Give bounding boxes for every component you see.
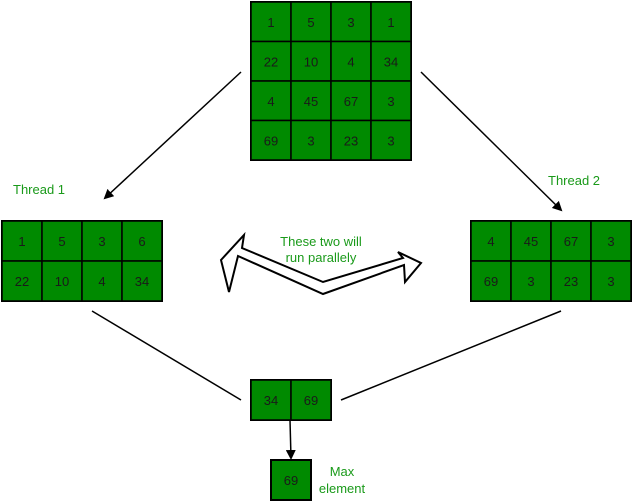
thread1-cell-value: 4	[98, 274, 105, 289]
input-matrix-cell-value: 4	[347, 54, 354, 69]
partial-max-cell-value: 34	[264, 393, 278, 408]
thread2-cell	[470, 260, 512, 302]
parallel-note-line1: These two will	[280, 234, 362, 249]
thread1-cell	[121, 260, 163, 302]
thread2-cell-value: 23	[564, 274, 578, 289]
partial-max-cell	[290, 379, 332, 421]
input-matrix-cell-value: 4	[267, 94, 274, 109]
thread1-cell	[1, 260, 43, 302]
input-matrix-cell-value: 22	[264, 54, 278, 69]
input-matrix-cell-value: 3	[347, 15, 354, 30]
input-matrix: 1 5 3 1 22 10 4 34 4 45 67 3 69 3 23 3	[250, 1, 412, 161]
thread2-cell-value: 3	[527, 274, 534, 289]
thread2-cell-value: 67	[564, 234, 578, 249]
input-matrix-cell	[370, 80, 412, 122]
input-matrix-cell-value: 34	[384, 54, 398, 69]
thread1-cell	[41, 260, 83, 302]
split-arrow-left	[103, 71, 242, 200]
thread2-cell-value: 4	[487, 234, 494, 249]
input-matrix-cell	[330, 80, 372, 122]
thread1-cell-value: 3	[98, 234, 105, 249]
max-label-line2: element	[319, 481, 366, 496]
thread1-cell	[121, 220, 163, 262]
thread2-cell	[590, 220, 632, 262]
thread1-cell	[41, 220, 83, 262]
thread1-cell-value: 10	[55, 274, 69, 289]
thread1-cell-value: 34	[135, 274, 149, 289]
input-matrix-cell	[290, 40, 332, 82]
input-matrix-cell-value: 23	[344, 133, 358, 148]
thread1-cell-value: 5	[58, 234, 65, 249]
partial-max-cell-value: 69	[304, 393, 318, 408]
thread1-matrix: 1 5 3 6 22 10 4 34	[1, 220, 163, 302]
thread2-matrix: 4 45 67 3 69 3 23 3	[470, 220, 632, 302]
result-arrow	[285, 419, 296, 460]
input-matrix-cell-value: 67	[344, 94, 358, 109]
result-box: 69	[270, 459, 312, 501]
input-matrix-cell-value: 3	[387, 94, 394, 109]
thread2-cell-value: 45	[524, 234, 538, 249]
thread1-cell-value: 22	[15, 274, 29, 289]
input-matrix-cell-value: 5	[307, 15, 314, 30]
input-matrix-cell	[370, 119, 412, 161]
thread2-cell-value: 69	[484, 274, 498, 289]
thread1-cell-value: 1	[18, 234, 25, 249]
partial-max-array: 34 69	[250, 379, 332, 421]
partial-max-cell	[250, 379, 292, 421]
thread2-cell-value: 3	[607, 234, 614, 249]
thread1-cell	[1, 220, 43, 262]
input-matrix-cell-value: 69	[264, 133, 278, 148]
parallel-double-arrow	[219, 231, 423, 296]
input-matrix-cell	[250, 80, 292, 122]
thread2-label: Thread 2	[548, 173, 600, 188]
split-arrow-right	[420, 71, 563, 212]
input-matrix-cell-value: 45	[304, 94, 318, 109]
thread2-cell	[510, 260, 552, 302]
merge-line-right	[340, 310, 562, 401]
thread1-cell	[81, 260, 123, 302]
input-matrix-cell	[370, 40, 412, 82]
input-matrix-cell-value: 3	[307, 133, 314, 148]
input-matrix-cell	[250, 119, 292, 161]
input-matrix-cell-value: 3	[387, 133, 394, 148]
input-matrix-cell	[330, 40, 372, 82]
input-matrix-cell-value: 1	[267, 15, 274, 30]
input-matrix-cell	[370, 1, 412, 43]
result-value: 69	[284, 473, 298, 488]
thread1-cell-value: 6	[138, 234, 145, 249]
thread1-label: Thread 1	[13, 182, 65, 197]
thread2-cell	[590, 260, 632, 302]
max-label-line1: Max	[330, 464, 355, 479]
thread2-cell-value: 3	[607, 274, 614, 289]
input-matrix-cell-value: 1	[387, 15, 394, 30]
input-matrix-cell-value: 10	[304, 54, 318, 69]
thread2-cell	[550, 220, 592, 262]
merge-line-left	[91, 310, 242, 401]
parallel-note-line2: run parallely	[286, 250, 357, 265]
